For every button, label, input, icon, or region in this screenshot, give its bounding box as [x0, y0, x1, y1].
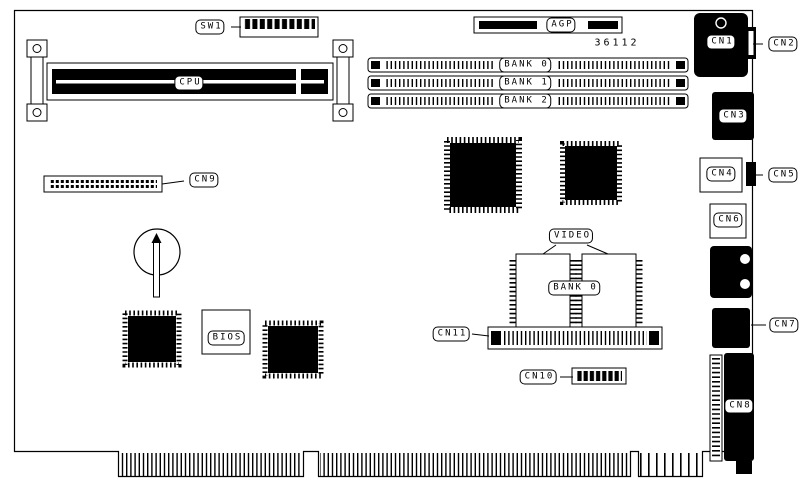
- label-cpu: CPU: [174, 75, 204, 91]
- battery: [133, 228, 181, 298]
- label-cn11: CN11: [432, 326, 470, 342]
- label-cn3: CN3: [718, 108, 748, 124]
- label-cn4: CN4: [706, 166, 736, 182]
- part-number: 36112: [594, 37, 640, 49]
- connector-cn2: [746, 27, 756, 59]
- chip-qfp-large: [444, 137, 522, 213]
- edge-fingers-middle: [320, 453, 629, 476]
- label-sw1: SW1: [195, 19, 225, 35]
- label-bank0: BANK 0: [499, 57, 551, 73]
- connector-cn7: [712, 308, 750, 348]
- connector-cn11: [487, 326, 663, 350]
- leader-line-cn9: [161, 180, 185, 185]
- cpu-bracket-right: [332, 39, 354, 122]
- connector-cn8: [709, 353, 754, 474]
- label-video: VIDEO: [548, 228, 594, 244]
- label-cn6: CN6: [713, 212, 743, 228]
- chip-plcc-left: [122, 310, 182, 368]
- label-bank1: BANK 1: [499, 75, 551, 91]
- connector-audio-jacks: [710, 246, 752, 298]
- dip-switch-sw1: [239, 16, 319, 38]
- edge-fingers-right: [640, 453, 701, 476]
- leader-line-video-right: [586, 244, 609, 255]
- label-cn2: CN2: [768, 36, 798, 52]
- cpu-bracket-left: [26, 39, 48, 122]
- label-cn9: CN9: [189, 172, 219, 188]
- label-video-bank0: BANK 0: [548, 280, 600, 296]
- label-bank2: BANK 2: [499, 93, 551, 109]
- label-cn8: CN8: [724, 398, 754, 414]
- chip-qfp-small: [560, 141, 622, 205]
- leader-line-cn11: [471, 333, 490, 337]
- label-agp: AGP: [546, 17, 576, 33]
- leader-line-video-left: [542, 244, 557, 255]
- edge-fingers-left: [120, 453, 301, 476]
- label-cn5: CN5: [768, 167, 798, 183]
- header-cn9: [43, 175, 163, 193]
- header-cn10: [571, 367, 627, 385]
- chip-plcc-right: [262, 320, 324, 379]
- label-cn7: CN7: [769, 317, 799, 333]
- label-cn10: CN10: [519, 369, 557, 385]
- connector-cn5: [746, 162, 756, 186]
- label-cn1: CN1: [706, 34, 736, 50]
- label-bios: BIOS: [207, 330, 245, 346]
